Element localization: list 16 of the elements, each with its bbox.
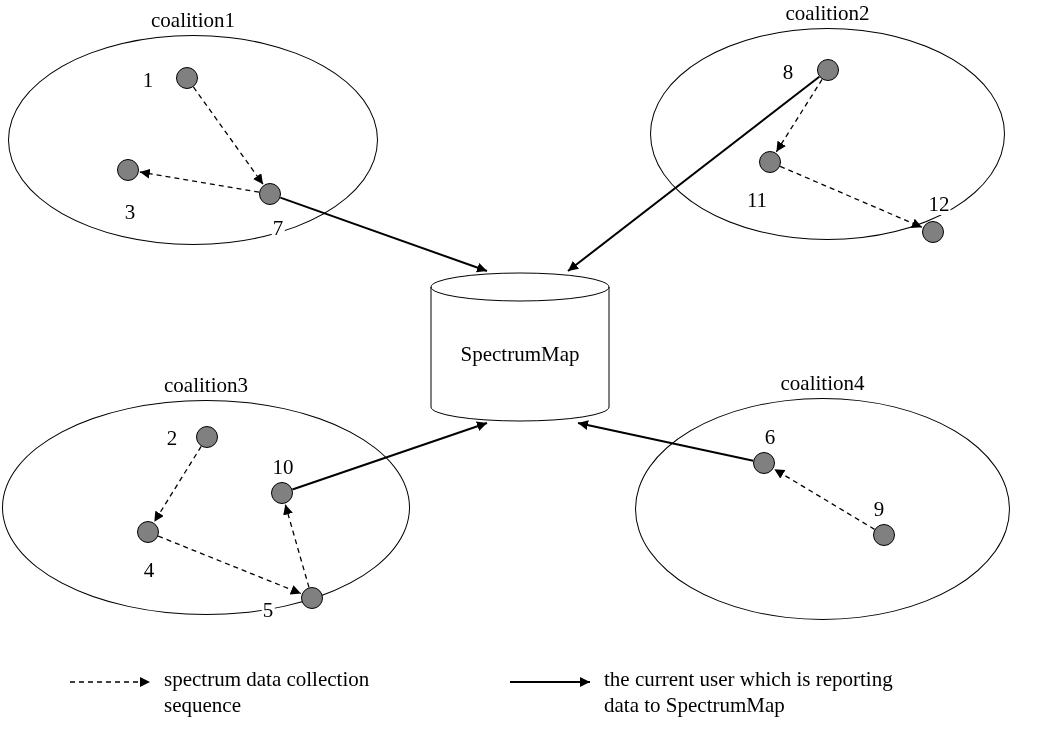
arrow (577, 420, 755, 462)
arrow (567, 75, 821, 272)
coalition-label: coalition2 (785, 0, 870, 26)
dashed-arrow (283, 503, 310, 589)
arrow (279, 196, 488, 273)
coalition-label: coalition4 (780, 370, 865, 396)
dashed-arrow (157, 535, 302, 595)
arrow (291, 421, 488, 491)
dashed-arrow (779, 165, 923, 228)
coalition-label: coalition1 (151, 7, 235, 33)
dashed-arrow (139, 168, 260, 193)
coalition-label: coalition3 (164, 372, 248, 398)
dashed-arrow (192, 86, 264, 185)
legend-text: spectrum data collection sequence (164, 666, 371, 718)
database-label: SpectrumMap (460, 341, 580, 369)
legend-text: the current user which is reporting data to SpectrumMap (604, 666, 894, 718)
